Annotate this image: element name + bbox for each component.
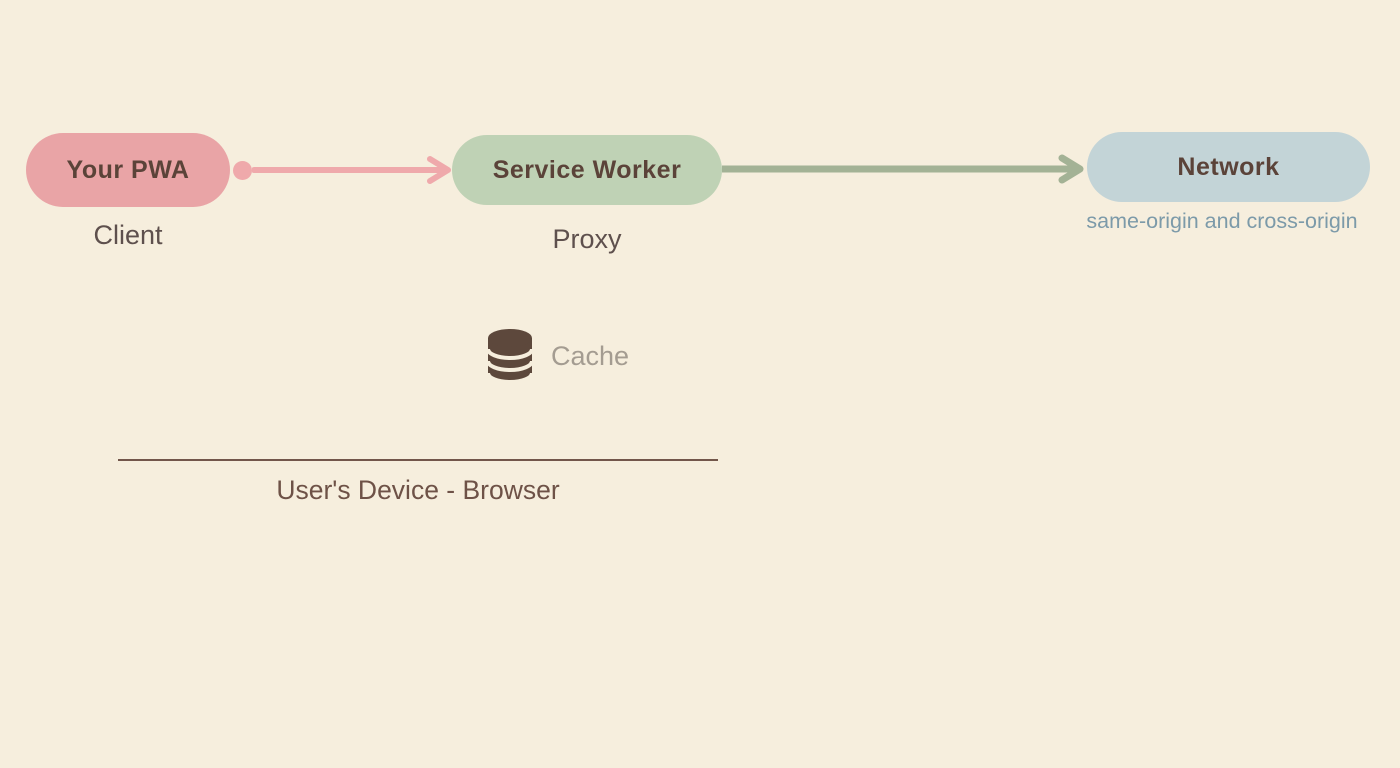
node-network-sublabel: same-origin and cross-origin <box>1086 209 1358 233</box>
device-boundary-label: User's Device - Browser <box>276 475 560 505</box>
node-service-worker-sublabel: Proxy <box>552 224 622 254</box>
node-your-pwa-sublabel: Client <box>93 220 163 250</box>
arrow-pwa-to-service-worker-icon <box>252 156 451 184</box>
node-your-pwa: Your PWA <box>26 133 230 207</box>
pink-arrow-start-dot <box>233 161 252 180</box>
device-boundary-line <box>118 459 718 461</box>
cache-group: Cache <box>485 328 629 384</box>
node-your-pwa-label: Your PWA <box>66 155 190 184</box>
node-network-label: Network <box>1177 152 1280 181</box>
node-service-worker: Service Worker <box>452 135 722 205</box>
node-network: Network <box>1087 132 1370 202</box>
node-service-worker-label: Service Worker <box>492 155 682 184</box>
arrow-service-worker-to-network-icon <box>722 154 1084 184</box>
cache-label: Cache <box>551 340 630 371</box>
cache-database-icon <box>486 329 534 384</box>
